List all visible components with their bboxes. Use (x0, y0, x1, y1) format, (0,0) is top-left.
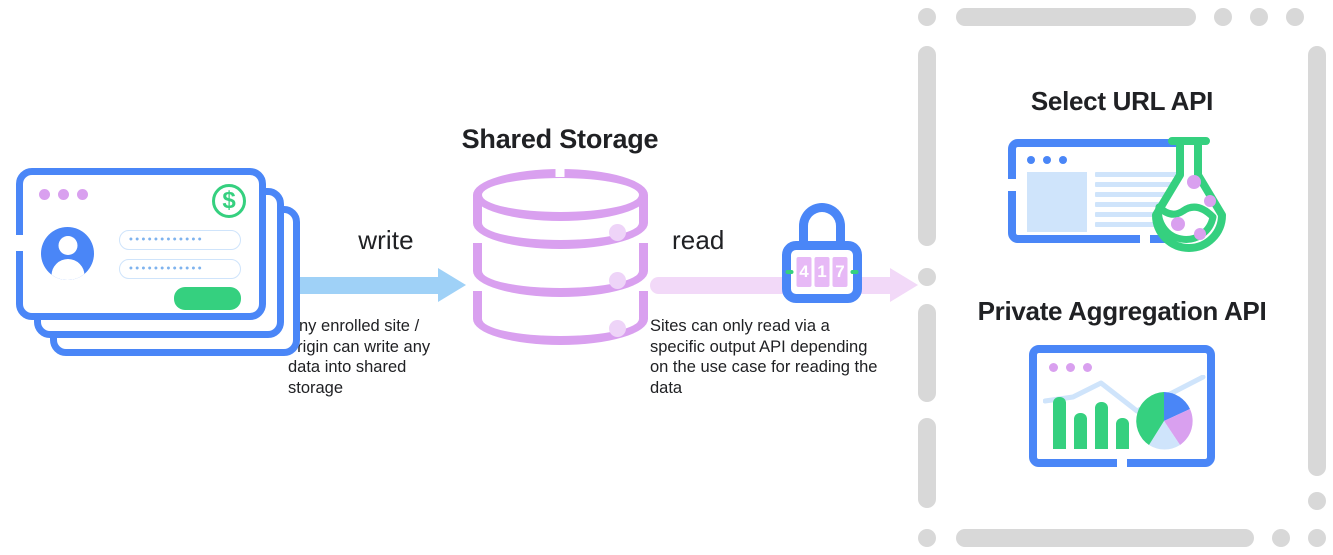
shared-storage-group: Shared Storage (455, 124, 665, 349)
username-field[interactable]: •••••••••••• (119, 230, 241, 250)
read-label: read (672, 225, 725, 255)
frame-bar (956, 529, 1254, 547)
frame-dot (1250, 8, 1268, 26)
bar (1116, 418, 1129, 449)
frame-dot (918, 8, 936, 26)
flask-bubble (1204, 195, 1216, 207)
padlock-dial-2: 1 (814, 257, 830, 287)
text-line (1095, 192, 1179, 197)
frame-dot (1286, 8, 1304, 26)
window-dot-icon (1083, 363, 1092, 372)
bar (1053, 397, 1066, 449)
padlock-dial-1: 4 (796, 257, 812, 287)
window-dots (1049, 363, 1092, 372)
padlock-dials: 4 1 7 (785, 257, 859, 287)
combination-padlock-icon: 4 1 7 (782, 203, 862, 303)
password-value: •••••••••••• (129, 262, 205, 275)
window-dot-icon (77, 189, 88, 200)
pie-slice (1164, 392, 1190, 421)
output-api-panel: Select URL API (918, 8, 1326, 547)
text-lines (1095, 172, 1179, 227)
frame-dot (1214, 8, 1232, 26)
db-node-icon (608, 272, 626, 289)
pie-slice (1164, 409, 1193, 445)
database-cylinder-icon (472, 165, 648, 349)
window-dot-icon (1049, 363, 1058, 372)
write-arrow-head (438, 268, 466, 302)
read-description: Sites can only read via a specific outpu… (650, 317, 878, 397)
content-block (1027, 172, 1087, 232)
padlock-dial-3: 7 (832, 257, 848, 287)
write-flow: write Any enrolled site / origin can wri… (288, 225, 478, 398)
bar-chart (1053, 397, 1129, 449)
user-avatar-icon (41, 227, 94, 280)
dial-dash-left-icon (785, 270, 794, 274)
shared-storage-title: Shared Storage (461, 124, 659, 154)
frame-dot (1272, 529, 1290, 547)
db-node-icon (608, 320, 626, 337)
password-field[interactable]: •••••••••••• (119, 259, 241, 279)
pie-slice (1149, 421, 1180, 450)
window-dot-icon (1027, 156, 1035, 164)
frame-bar (1308, 46, 1326, 476)
write-description: Any enrolled site / origin can write any… (288, 317, 431, 397)
window-dot-icon (1066, 363, 1075, 372)
db-node-icon (608, 224, 626, 241)
select-url-api-card[interactable]: Select URL API (918, 86, 1326, 253)
text-line (1095, 222, 1179, 227)
private-aggregation-api-card[interactable]: Private Aggregation API (918, 296, 1326, 467)
frame-bar (956, 8, 1196, 26)
bar (1095, 402, 1108, 449)
read-arrow-shaft (650, 277, 900, 294)
avatar-body (51, 259, 84, 280)
write-label: write (358, 225, 414, 255)
window-dot-icon (1043, 156, 1051, 164)
private-aggregation-api-title: Private Aggregation API (977, 296, 1267, 326)
pie-slice (1136, 392, 1164, 445)
browser-window-icon (1029, 345, 1215, 467)
submit-button[interactable] (174, 287, 241, 310)
dial-dash-right-icon (850, 270, 859, 274)
padlock-shackle (799, 203, 845, 249)
padlock-body: 4 1 7 (782, 241, 862, 303)
browser-charts-icon (1029, 345, 1215, 467)
text-line (1095, 202, 1179, 207)
db-top-notch (555, 165, 565, 177)
write-arrow-shaft (288, 277, 448, 294)
window-dots (1027, 156, 1067, 164)
flask-bubble (1171, 217, 1185, 231)
db-tier-2 (472, 243, 648, 297)
window-dot-icon (1059, 156, 1067, 164)
flask-bubble (1187, 175, 1201, 189)
frame-bar (918, 46, 936, 246)
flask-icon (1152, 137, 1226, 252)
window-dot-icon (58, 189, 69, 200)
frame-dot (918, 268, 936, 286)
text-line (1095, 212, 1179, 217)
browser-flask-icon (1008, 135, 1236, 253)
frame-bar (918, 304, 936, 402)
flask-bubble (1194, 228, 1206, 240)
read-arrow-head (890, 268, 918, 302)
dollar-badge-icon: $ (212, 184, 246, 218)
frame-dot (1308, 529, 1326, 547)
window-dot-icon (39, 189, 50, 200)
text-line (1095, 172, 1179, 177)
avatar-head (58, 236, 77, 255)
select-url-api-title: Select URL API (1030, 86, 1214, 116)
username-value: •••••••••••• (129, 233, 205, 246)
bar (1074, 413, 1087, 449)
frame-bar (918, 418, 936, 508)
enrolled-site-windows: $ •••••••••••• •••••••••••• (14, 166, 304, 361)
write-arrow-icon (288, 268, 478, 302)
window-dots (39, 189, 88, 200)
frame-dot (918, 529, 936, 547)
pie-chart (1136, 392, 1193, 450)
db-tier-3 (472, 291, 648, 345)
site-window-front: $ •••••••••••• •••••••••••• (16, 168, 266, 320)
text-line (1095, 182, 1179, 187)
dollar-glyph: $ (222, 187, 236, 214)
frame-dot (1308, 492, 1326, 510)
